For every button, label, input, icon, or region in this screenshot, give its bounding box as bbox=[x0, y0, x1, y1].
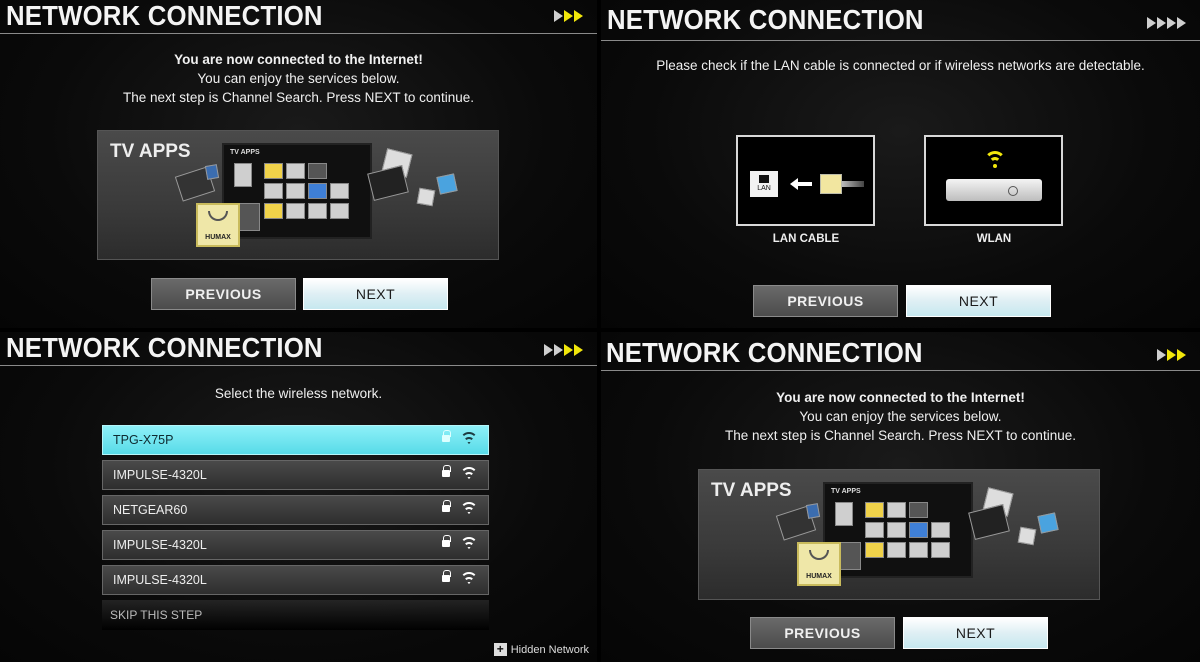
lock-icon bbox=[442, 465, 451, 477]
lock-icon bbox=[442, 535, 451, 547]
page-title: NETWORK CONNECTION bbox=[6, 332, 323, 363]
tv-screen-label: TV APPS bbox=[230, 149, 260, 156]
facebook-icon bbox=[805, 503, 821, 519]
message-line: You can enjoy the services below. bbox=[197, 71, 400, 86]
lan-port-icon: LAN bbox=[750, 171, 778, 197]
tv-apps-banner: TV APPS TV APPS HUMAX bbox=[97, 130, 499, 260]
previous-button[interactable]: PREVIOUS bbox=[151, 278, 296, 310]
next-button[interactable]: NEXT bbox=[303, 278, 448, 310]
step-arrows-icon bbox=[1156, 349, 1186, 361]
lan-plug-icon bbox=[820, 174, 842, 194]
previous-button[interactable]: PREVIOUS bbox=[750, 617, 895, 649]
app-card-image bbox=[416, 187, 436, 207]
title-divider bbox=[0, 365, 597, 366]
status-message: You are now connected to the Internet! Y… bbox=[601, 388, 1200, 445]
humax-store-icon: HUMAX bbox=[797, 542, 841, 586]
message-bold: You are now connected to the Internet! bbox=[174, 52, 423, 67]
screen-connected-1: NETWORK CONNECTION You are now connected… bbox=[0, 0, 597, 328]
message-line: You can enjoy the services below. bbox=[799, 409, 1002, 424]
screen-connected-2: NETWORK CONNECTION You are now connected… bbox=[601, 332, 1200, 662]
screen-check-connection: NETWORK CONNECTION Please check if the L… bbox=[601, 0, 1200, 328]
lock-icon bbox=[442, 430, 451, 442]
next-button[interactable]: NEXT bbox=[906, 285, 1051, 317]
tv-screen-label: TV APPS bbox=[831, 488, 861, 495]
title-divider bbox=[0, 33, 597, 34]
wlan-option[interactable] bbox=[924, 135, 1063, 226]
network-name: IMPULSE-4320L bbox=[113, 468, 207, 482]
tv-apps-banner: TV APPS TV APPS HUMAX bbox=[698, 469, 1100, 600]
network-item[interactable]: NETGEAR60 bbox=[102, 495, 489, 525]
network-item[interactable]: IMPULSE-4320L bbox=[102, 530, 489, 560]
facebook-icon bbox=[204, 164, 220, 180]
twitter-icon bbox=[1037, 512, 1059, 534]
lock-icon bbox=[442, 500, 451, 512]
app-card-image bbox=[1017, 526, 1037, 546]
wifi-signal-icon bbox=[460, 432, 478, 448]
title-divider bbox=[601, 40, 1200, 41]
message-line: The next step is Channel Search. Press N… bbox=[725, 428, 1076, 443]
tv-screen-image: TV APPS bbox=[823, 482, 973, 578]
wifi-signal-icon bbox=[460, 467, 478, 483]
lan-cable-label: LAN CABLE bbox=[772, 233, 840, 245]
iview-card-image bbox=[968, 504, 1010, 540]
network-item[interactable]: IMPULSE-4320L bbox=[102, 460, 489, 490]
iview-card-image bbox=[367, 165, 409, 201]
twitter-icon bbox=[436, 173, 458, 195]
instruction-message: Please check if the LAN cable is connect… bbox=[656, 58, 1145, 73]
step-arrows-icon bbox=[553, 10, 583, 22]
apps-title: TV APPS bbox=[711, 480, 792, 501]
wifi-signal-icon bbox=[460, 572, 478, 588]
title-divider bbox=[601, 370, 1200, 371]
page-title: NETWORK CONNECTION bbox=[606, 337, 923, 368]
network-item[interactable]: TPG-X75P bbox=[102, 425, 489, 455]
network-name: TPG-X75P bbox=[113, 433, 174, 447]
status-message: You are now connected to the Internet! Y… bbox=[0, 50, 597, 107]
screen-select-wireless: NETWORK CONNECTION Select the wireless n… bbox=[0, 332, 597, 662]
router-icon bbox=[946, 179, 1042, 201]
message-bold: You are now connected to the Internet! bbox=[776, 390, 1025, 405]
network-name: IMPULSE-4320L bbox=[113, 573, 207, 587]
next-button[interactable]: NEXT bbox=[903, 617, 1048, 649]
brand-label: HUMAX bbox=[205, 234, 231, 241]
apps-title: TV APPS bbox=[110, 141, 191, 162]
instruction-message: Select the wireless network. bbox=[214, 386, 383, 401]
wlan-label: WLAN bbox=[976, 233, 1012, 245]
arrow-left-icon bbox=[790, 178, 798, 190]
step-arrows-icon bbox=[543, 344, 583, 356]
wifi-signal-icon bbox=[460, 502, 478, 518]
network-name: NETGEAR60 bbox=[113, 503, 188, 517]
network-item[interactable]: IMPULSE-4320L bbox=[102, 565, 489, 595]
previous-button[interactable]: PREVIOUS bbox=[753, 285, 898, 317]
wifi-signal-icon bbox=[460, 537, 478, 553]
page-title: NETWORK CONNECTION bbox=[607, 4, 924, 35]
page-title: NETWORK CONNECTION bbox=[6, 0, 323, 31]
lock-icon bbox=[442, 570, 451, 582]
humax-store-icon: HUMAX bbox=[196, 203, 240, 247]
hidden-network-label: Hidden Network bbox=[510, 643, 589, 656]
brand-label: HUMAX bbox=[806, 573, 832, 580]
skip-step-button[interactable]: SKIP THIS STEP bbox=[110, 608, 203, 622]
step-arrows-icon bbox=[1146, 17, 1186, 29]
tv-screen-image: TV APPS bbox=[222, 143, 372, 239]
message-line: The next step is Channel Search. Press N… bbox=[123, 90, 474, 105]
plus-icon: + bbox=[493, 643, 507, 656]
lan-cable-option[interactable]: LAN bbox=[736, 135, 875, 226]
hidden-network-button[interactable]: + Hidden Network bbox=[493, 643, 589, 656]
network-name: IMPULSE-4320L bbox=[113, 538, 207, 552]
